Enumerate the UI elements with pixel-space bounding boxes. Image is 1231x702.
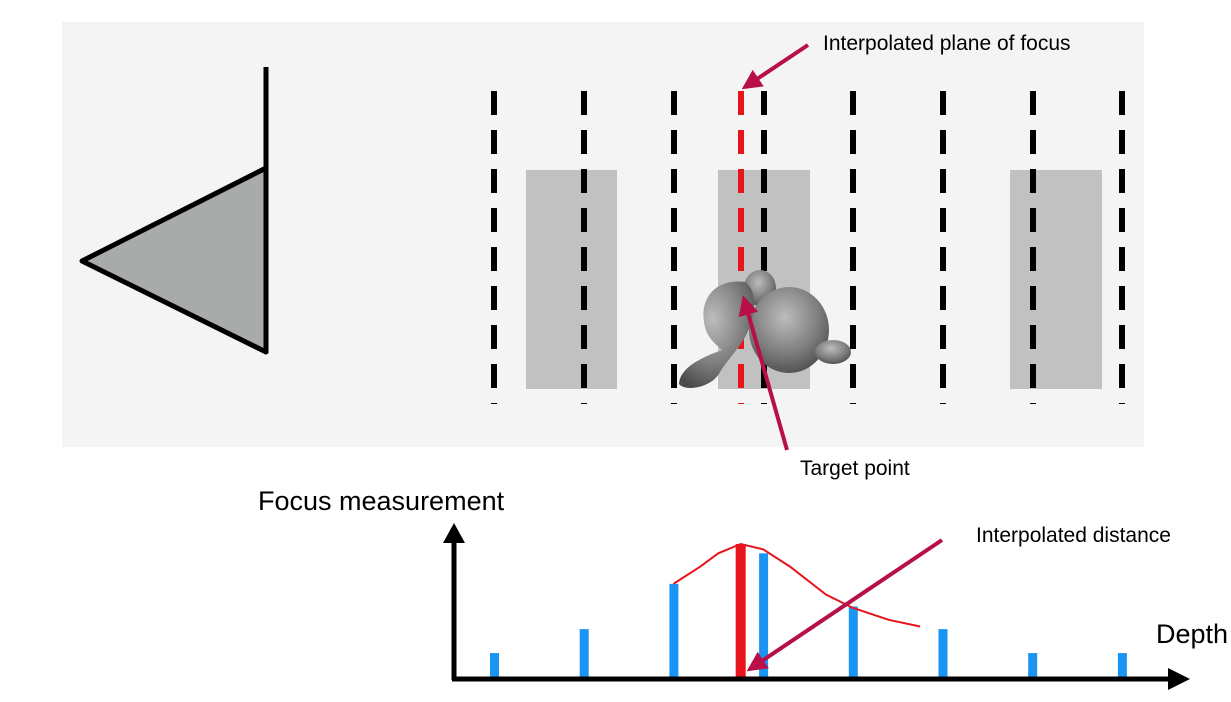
chart-bar [759,553,769,677]
target-annotation-arrow [738,295,789,451]
x-axis-arrowhead [1168,668,1190,690]
focus-chart: Focus measurement Depth Interpolated dis… [258,486,1228,690]
chart-bar [1117,653,1127,677]
chart-bars [490,553,1127,677]
y-axis-label: Focus measurement [258,486,505,516]
chart-bar [938,629,948,677]
focus-planes [491,91,1125,404]
camera-icon [79,67,269,355]
chart-bar [490,653,499,677]
plane-annotation-label: Interpolated plane of focus [823,32,1071,55]
scene-block-1 [526,170,617,389]
distance-annotation-arrow [746,538,944,672]
scene-panel: Interpolated plane of focus Target point [62,22,1144,480]
y-axis-arrowhead [443,523,465,543]
plane-annotation-arrow [741,43,810,90]
target-annotation-label: Target point [800,457,910,480]
scene-block-3 [1010,170,1102,389]
chart-bar [579,629,589,677]
chart-bar [1028,653,1038,677]
focus-curve [672,542,921,628]
x-axis-label: Depth [1156,619,1228,649]
interpolated-bar [735,544,746,679]
chart-bar [669,583,679,677]
distance-annotation-label: Interpolated distance [976,524,1171,547]
chart-bar [848,606,858,677]
